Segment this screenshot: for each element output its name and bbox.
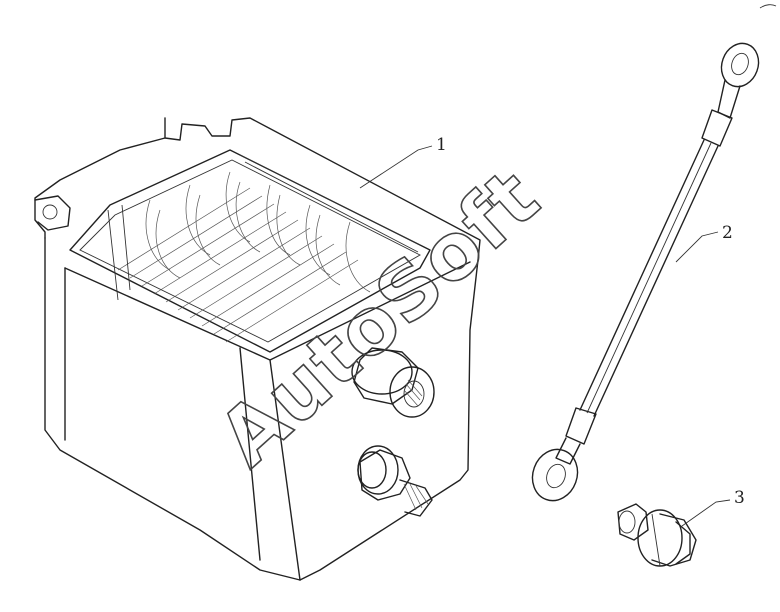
part-3-flange-bolt	[617, 503, 697, 567]
terminal-upper	[351, 347, 435, 418]
terminal-lower	[357, 445, 433, 517]
callout-3: 3	[681, 488, 745, 527]
corner-mark	[759, 4, 777, 9]
watermark-text: AutoSoft	[202, 152, 556, 484]
callout-label-2: 2	[722, 223, 733, 243]
callout-1: 1	[359, 135, 447, 189]
part-1-heater-box	[34, 117, 481, 581]
part-2-ground-cable	[531, 42, 760, 502]
callout-label-1: 1	[436, 135, 447, 155]
autosoft-watermark: AutoSoft	[202, 152, 558, 485]
callout-2: 2	[675, 223, 733, 263]
mount-hole-left	[42, 204, 58, 220]
heating-grid-elements	[107, 154, 421, 343]
callout-label-3: 3	[734, 488, 745, 508]
